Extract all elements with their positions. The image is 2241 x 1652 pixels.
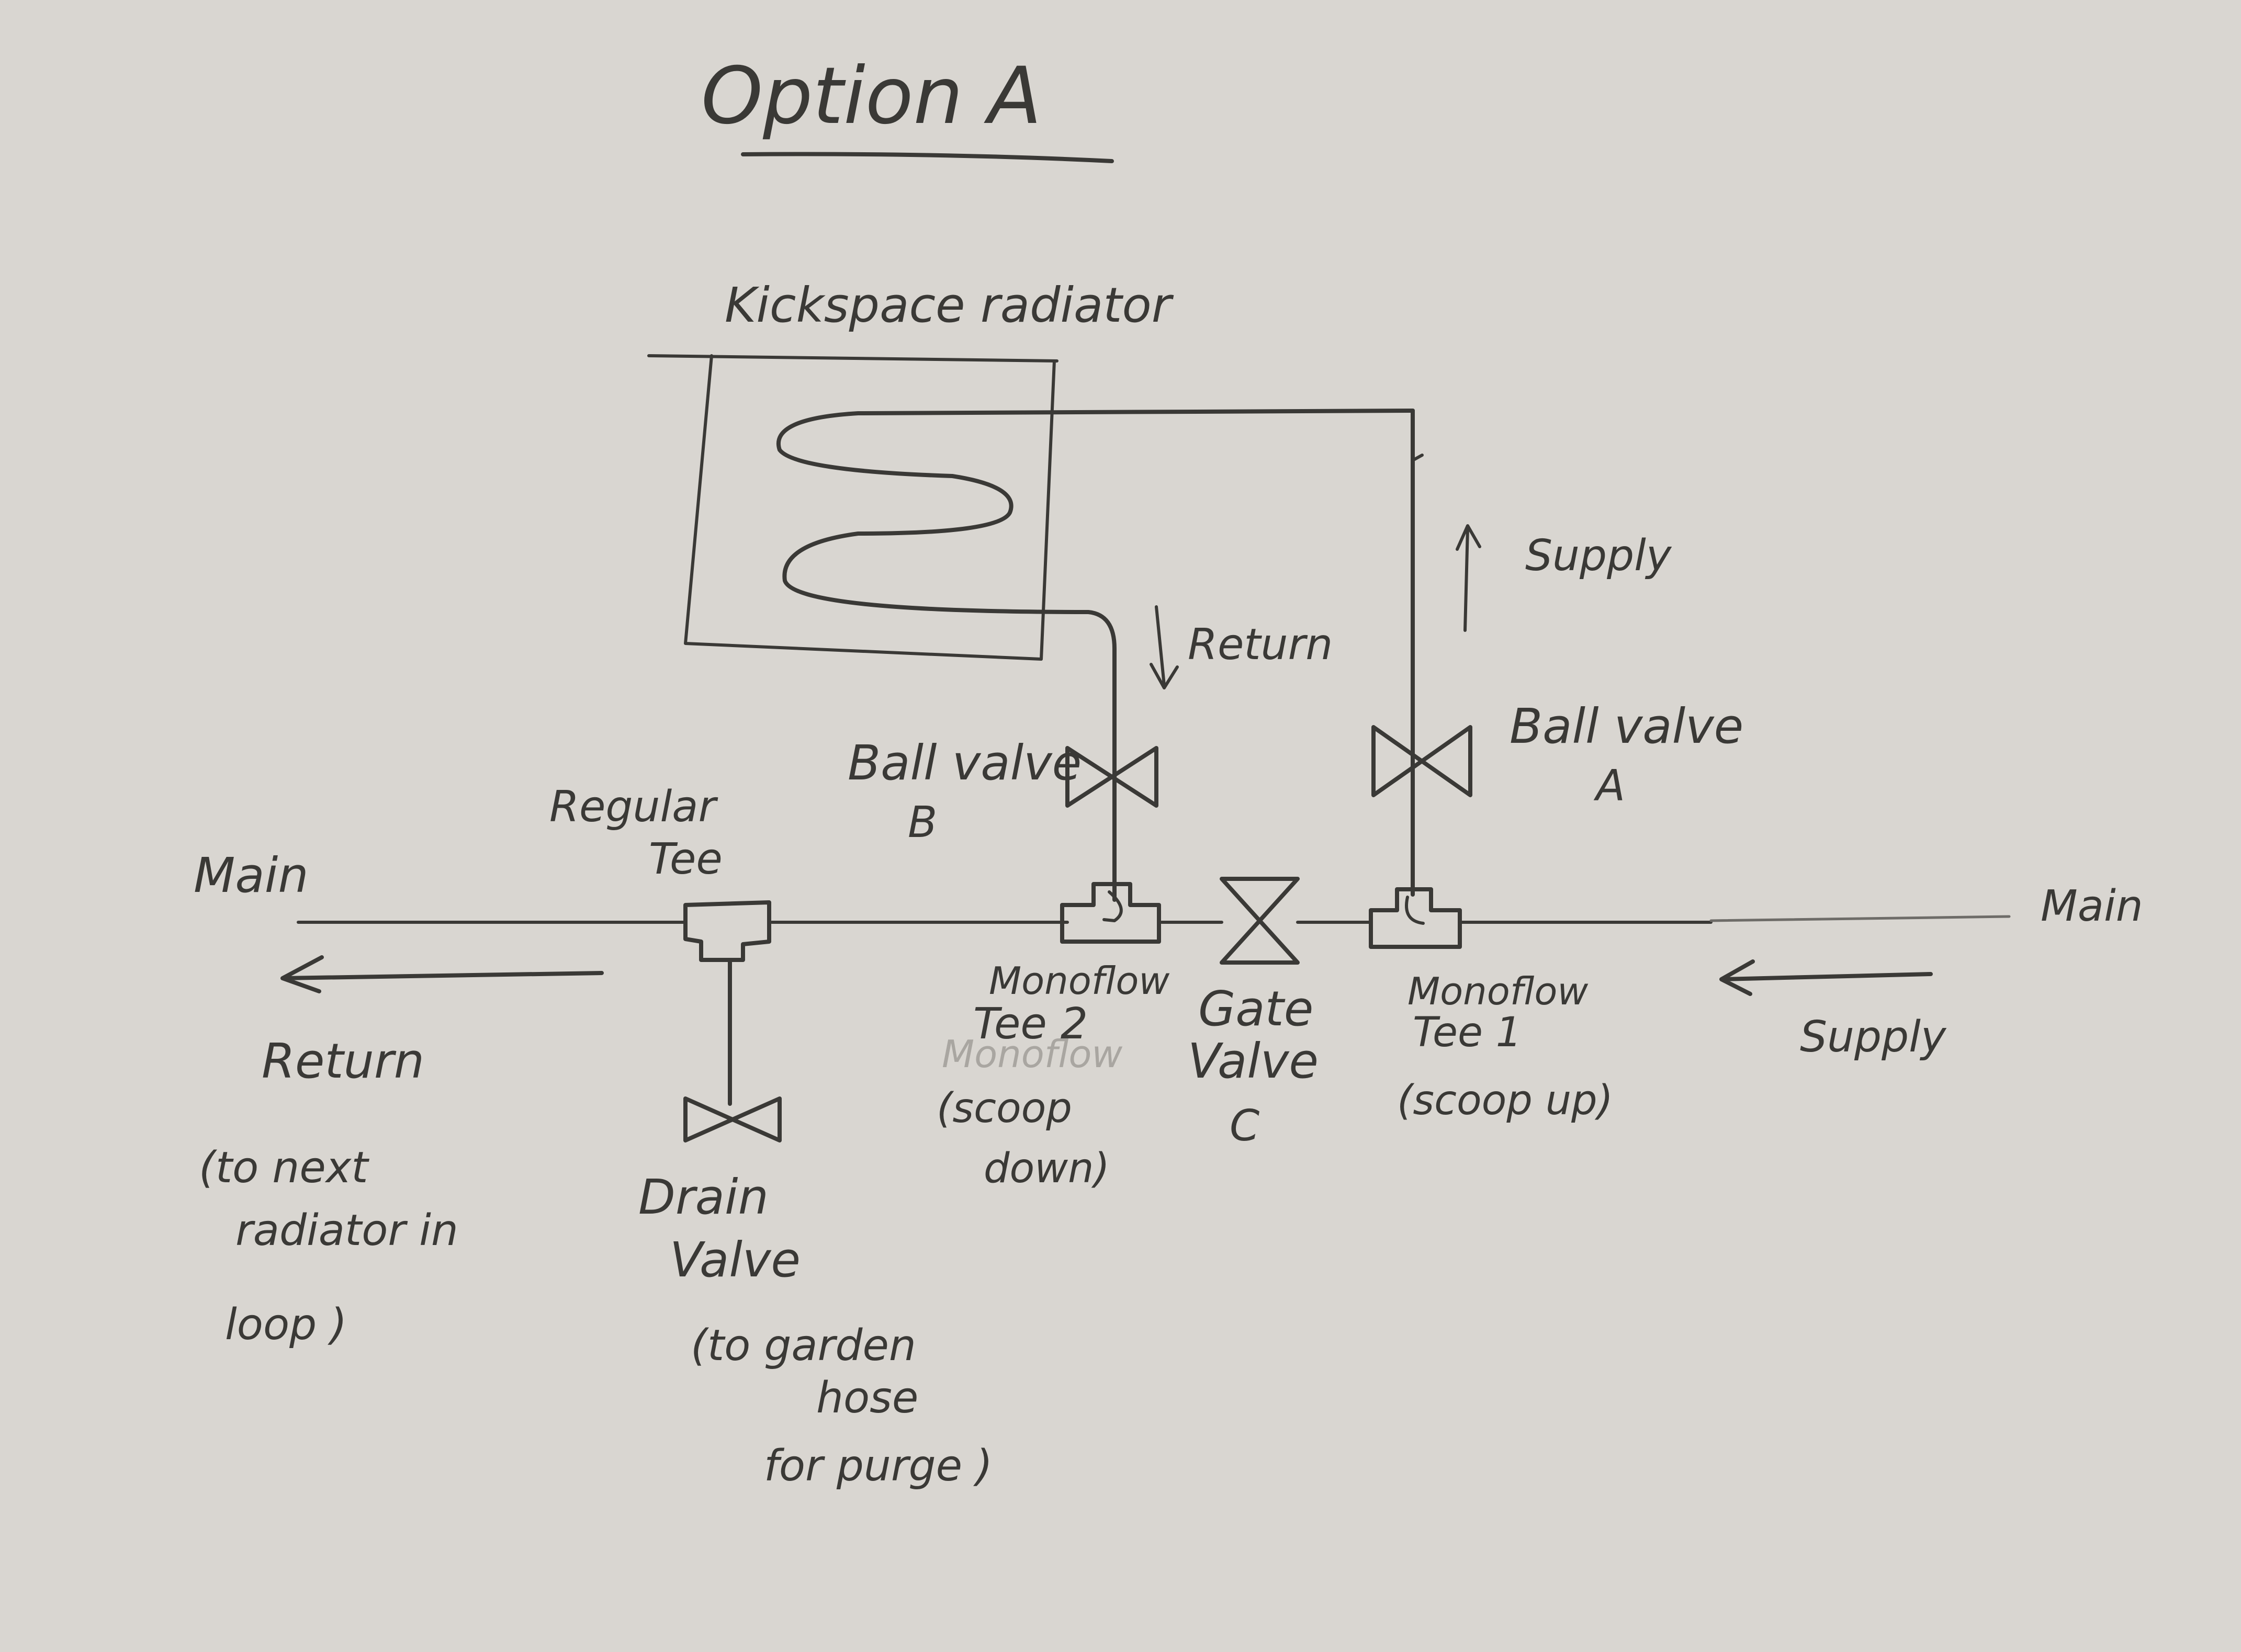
return-main-label-3: radiator in	[235, 1206, 458, 1255]
return-main-label-4: loop )	[225, 1300, 347, 1350]
ball-valve-b-symbol	[1065, 746, 1158, 808]
main-right-label: Main	[2041, 881, 2143, 931]
return-main-label-1: Return	[262, 1033, 424, 1089]
monoflow-faint-label: Monoflow	[942, 1032, 1122, 1076]
regular-tee-label-2: Tee	[649, 834, 723, 884]
radiator-box	[684, 354, 1056, 661]
supply-main-arrow	[1719, 959, 1933, 996]
ball-valve-a-symbol	[1371, 725, 1472, 797]
monoflow-tee-2-symbol	[1060, 882, 1161, 944]
drain-valve-label-4: hose	[816, 1373, 918, 1423]
drain-valve-label-2: Valve	[670, 1232, 801, 1288]
monoflow-tee-1-label-2: Tee 1	[1413, 1009, 1522, 1056]
monoflow-tee-1-scoop	[1405, 896, 1425, 925]
supply-arrow	[1456, 524, 1481, 632]
ball-valve-a-label-2: A	[1593, 761, 1625, 811]
supply-arrow-label: Supply	[1525, 531, 1672, 581]
monoflow-tee-2-label-1: Monoflow	[989, 959, 1169, 1003]
regular-tee-label-1: Regular	[549, 782, 718, 832]
main-left-label: Main	[194, 847, 309, 903]
supply-riser-tick	[1411, 454, 1424, 462]
return-main-arrow	[280, 955, 604, 993]
monoflow-tee-2-label-4: down)	[984, 1145, 1110, 1192]
diagram-title: Option A	[701, 51, 1042, 142]
monoflow-tee-2-label-2: Tee 2	[973, 999, 1088, 1049]
ball-valve-a-label-1: Ball valve	[1510, 698, 1743, 754]
drain-valve-label-5: for purge )	[764, 1441, 993, 1491]
monoflow-tee-1-label-1: Monoflow	[1407, 969, 1588, 1013]
title-underline	[741, 152, 1114, 163]
return-main-label-2: (to next	[199, 1143, 369, 1193]
gate-valve-c-symbol	[1220, 877, 1300, 965]
monoflow-tee-2-label-3: (scoop	[937, 1085, 1072, 1132]
drain-valve-label-1: Drain	[638, 1169, 769, 1225]
gate-valve-label-1: Gate	[1198, 981, 1313, 1037]
drain-valve-label-3: (to garden	[691, 1321, 916, 1371]
ball-valve-b-label-1: Ball valve	[848, 735, 1082, 791]
ball-valve-b-label-2: B	[908, 798, 937, 847]
supply-main-label: Supply	[1800, 1012, 1947, 1062]
regular-tee-symbol	[683, 900, 771, 962]
radiator-box-top	[647, 354, 1058, 363]
monoflow-tee-1-label-3: (scoop up)	[1397, 1077, 1613, 1124]
main-pipe-right	[1709, 915, 2011, 922]
return-arrow	[1150, 605, 1179, 689]
return-arrow-label: Return	[1188, 620, 1333, 670]
drain-valve-symbol	[683, 1096, 782, 1142]
monoflow-tee-1-symbol	[1369, 887, 1462, 949]
radiator-coil	[776, 409, 1415, 902]
gate-valve-label-3: C	[1230, 1101, 1259, 1151]
monoflow-tee-2-scoop	[1102, 890, 1123, 922]
gate-valve-label-2: Valve	[1188, 1033, 1319, 1089]
radiator-label: Kickspace radiator	[725, 277, 1174, 333]
